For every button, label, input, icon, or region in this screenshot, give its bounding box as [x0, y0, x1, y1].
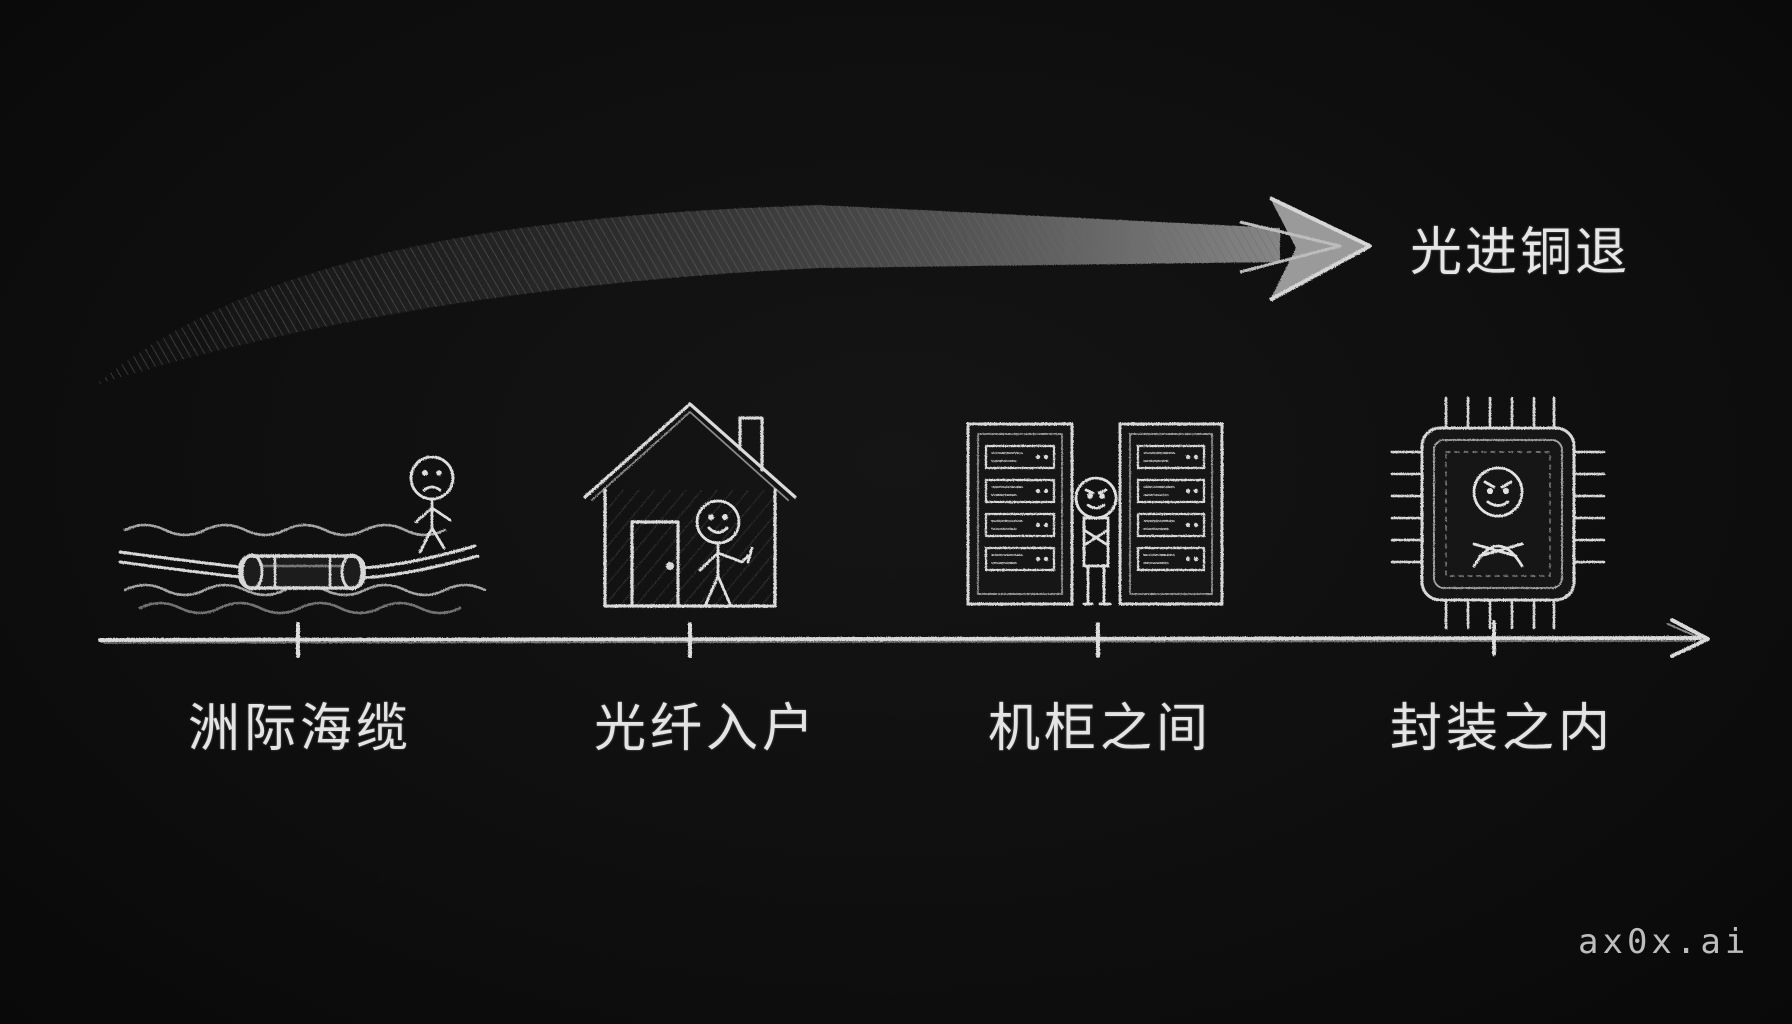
stage-label-1: 洲际海缆: [187, 699, 413, 759]
trend-label: 光进铜退: [1410, 223, 1631, 283]
sad-stick-figure: [409, 455, 455, 554]
confident-stick-figure: [1074, 476, 1118, 606]
happy-stick-figure: [695, 499, 754, 606]
trend-arrow: [95, 196, 1372, 385]
timeline-ticks: [296, 620, 1496, 658]
server-rack-icon: [966, 422, 1224, 606]
timeline-axis: [98, 618, 1710, 658]
stage-label-4: 封装之内: [1389, 699, 1615, 759]
proud-stick-figure: [1472, 466, 1524, 568]
chip-package-icon: [1390, 396, 1606, 630]
stage-label-2: 光纤入户: [593, 699, 819, 759]
undersea-cable-icon: [118, 523, 487, 615]
watermark: ax0x.ai: [1578, 922, 1750, 962]
house-icon: [583, 402, 797, 608]
stage-label-3: 机柜之间: [987, 699, 1213, 759]
